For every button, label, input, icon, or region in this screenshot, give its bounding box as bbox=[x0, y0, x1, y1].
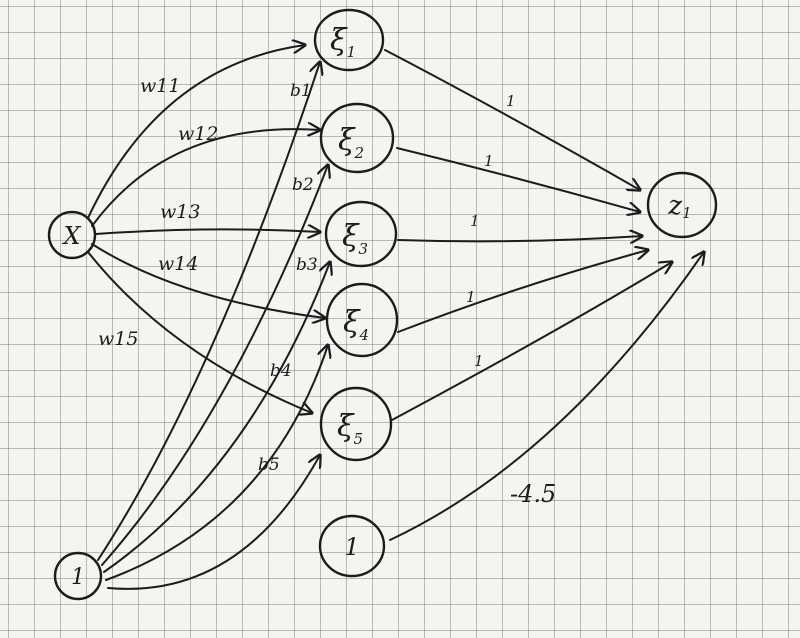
weight-label-w15: w15 bbox=[98, 328, 138, 350]
edge-x-to-h3 bbox=[95, 229, 320, 234]
hidden-node-4: ξ4 bbox=[325, 282, 399, 358]
edge-bias-to-h1 bbox=[97, 62, 320, 561]
hidden-node-5-subscript: 5 bbox=[353, 430, 363, 448]
hidden-node-4-symbol: ξ bbox=[343, 305, 361, 340]
svg-text:ξ2: ξ2 bbox=[338, 123, 364, 162]
bias-node-input-label: 1 bbox=[71, 565, 85, 590]
edge-x-to-h4 bbox=[91, 243, 325, 318]
input-node-x-label: X bbox=[61, 222, 81, 250]
hidden-node-2-subscript: 2 bbox=[353, 144, 364, 162]
input-node-x: X bbox=[47, 210, 97, 260]
edge-h5-to-z bbox=[391, 262, 672, 421]
hidden-node-5: ξ5 bbox=[319, 386, 393, 462]
hidden-node-3-subscript: 3 bbox=[358, 240, 368, 258]
bias-node-input: 1 bbox=[53, 551, 103, 601]
weight-label-w13: w13 bbox=[160, 201, 200, 223]
hidden-node-3: ξ3 bbox=[324, 200, 398, 268]
output-bias-label: -4.5 bbox=[510, 480, 556, 508]
bias-label-b5: b5 bbox=[258, 455, 280, 475]
edge-x-to-h5 bbox=[87, 251, 312, 413]
weight-label-w11: w11 bbox=[140, 75, 180, 97]
bias-label-b4: b4 bbox=[270, 361, 292, 381]
output-weight-label-1: 1 bbox=[506, 92, 516, 110]
edge-h3-to-z bbox=[397, 236, 642, 241]
weight-label-w12: w12 bbox=[178, 123, 218, 145]
svg-text:z1: z1 bbox=[667, 191, 691, 222]
hidden-node-2: ξ2 bbox=[319, 102, 395, 174]
bias-label-b1: b1 bbox=[290, 81, 312, 101]
svg-text:ξ4: ξ4 bbox=[343, 305, 369, 344]
weight-label-w14: w14 bbox=[158, 253, 198, 275]
bias-label-b2: b2 bbox=[292, 175, 314, 195]
bias-node-hidden-label: 1 bbox=[344, 533, 359, 561]
bias-label-b3: b3 bbox=[296, 255, 318, 275]
output-node-z-symbol: z bbox=[667, 191, 682, 221]
edge-bias-hidden-to-z bbox=[389, 252, 704, 541]
edge-bias-to-h2 bbox=[101, 165, 328, 566]
hidden-node-5-symbol: ξ bbox=[337, 409, 355, 444]
bias-node-hidden: 1 bbox=[318, 514, 386, 578]
hidden-node-1: ξ1 bbox=[313, 8, 385, 72]
hidden-node-1-subscript: 1 bbox=[346, 43, 356, 61]
edge-h2-to-z bbox=[396, 147, 640, 212]
output-node-z: z1 bbox=[646, 171, 718, 239]
edge-h4-to-z bbox=[397, 250, 648, 333]
hidden-node-1-symbol: ξ bbox=[330, 23, 348, 58]
hidden-node-3-symbol: ξ bbox=[342, 219, 360, 254]
edge-bias-to-h4 bbox=[105, 345, 328, 581]
svg-text:ξ5: ξ5 bbox=[337, 409, 363, 448]
svg-text:ξ3: ξ3 bbox=[342, 219, 368, 258]
hidden-node-2-symbol: ξ bbox=[338, 123, 356, 158]
edge-bias-to-h5 bbox=[107, 455, 320, 590]
edge-h1-to-z bbox=[384, 49, 640, 190]
output-weight-label-5: 1 bbox=[474, 352, 484, 370]
edge-x-to-h2 bbox=[91, 129, 320, 227]
output-weight-label-4: 1 bbox=[466, 288, 476, 306]
svg-text:ξ1: ξ1 bbox=[330, 23, 356, 61]
output-node-z-subscript: 1 bbox=[682, 204, 692, 222]
edge-x-to-h1 bbox=[87, 45, 305, 219]
edge-bias-to-h3 bbox=[103, 262, 330, 573]
output-weight-label-2: 1 bbox=[484, 152, 494, 170]
output-weight-label-3: 1 bbox=[470, 212, 480, 230]
hidden-node-4-subscript: 4 bbox=[358, 326, 369, 344]
